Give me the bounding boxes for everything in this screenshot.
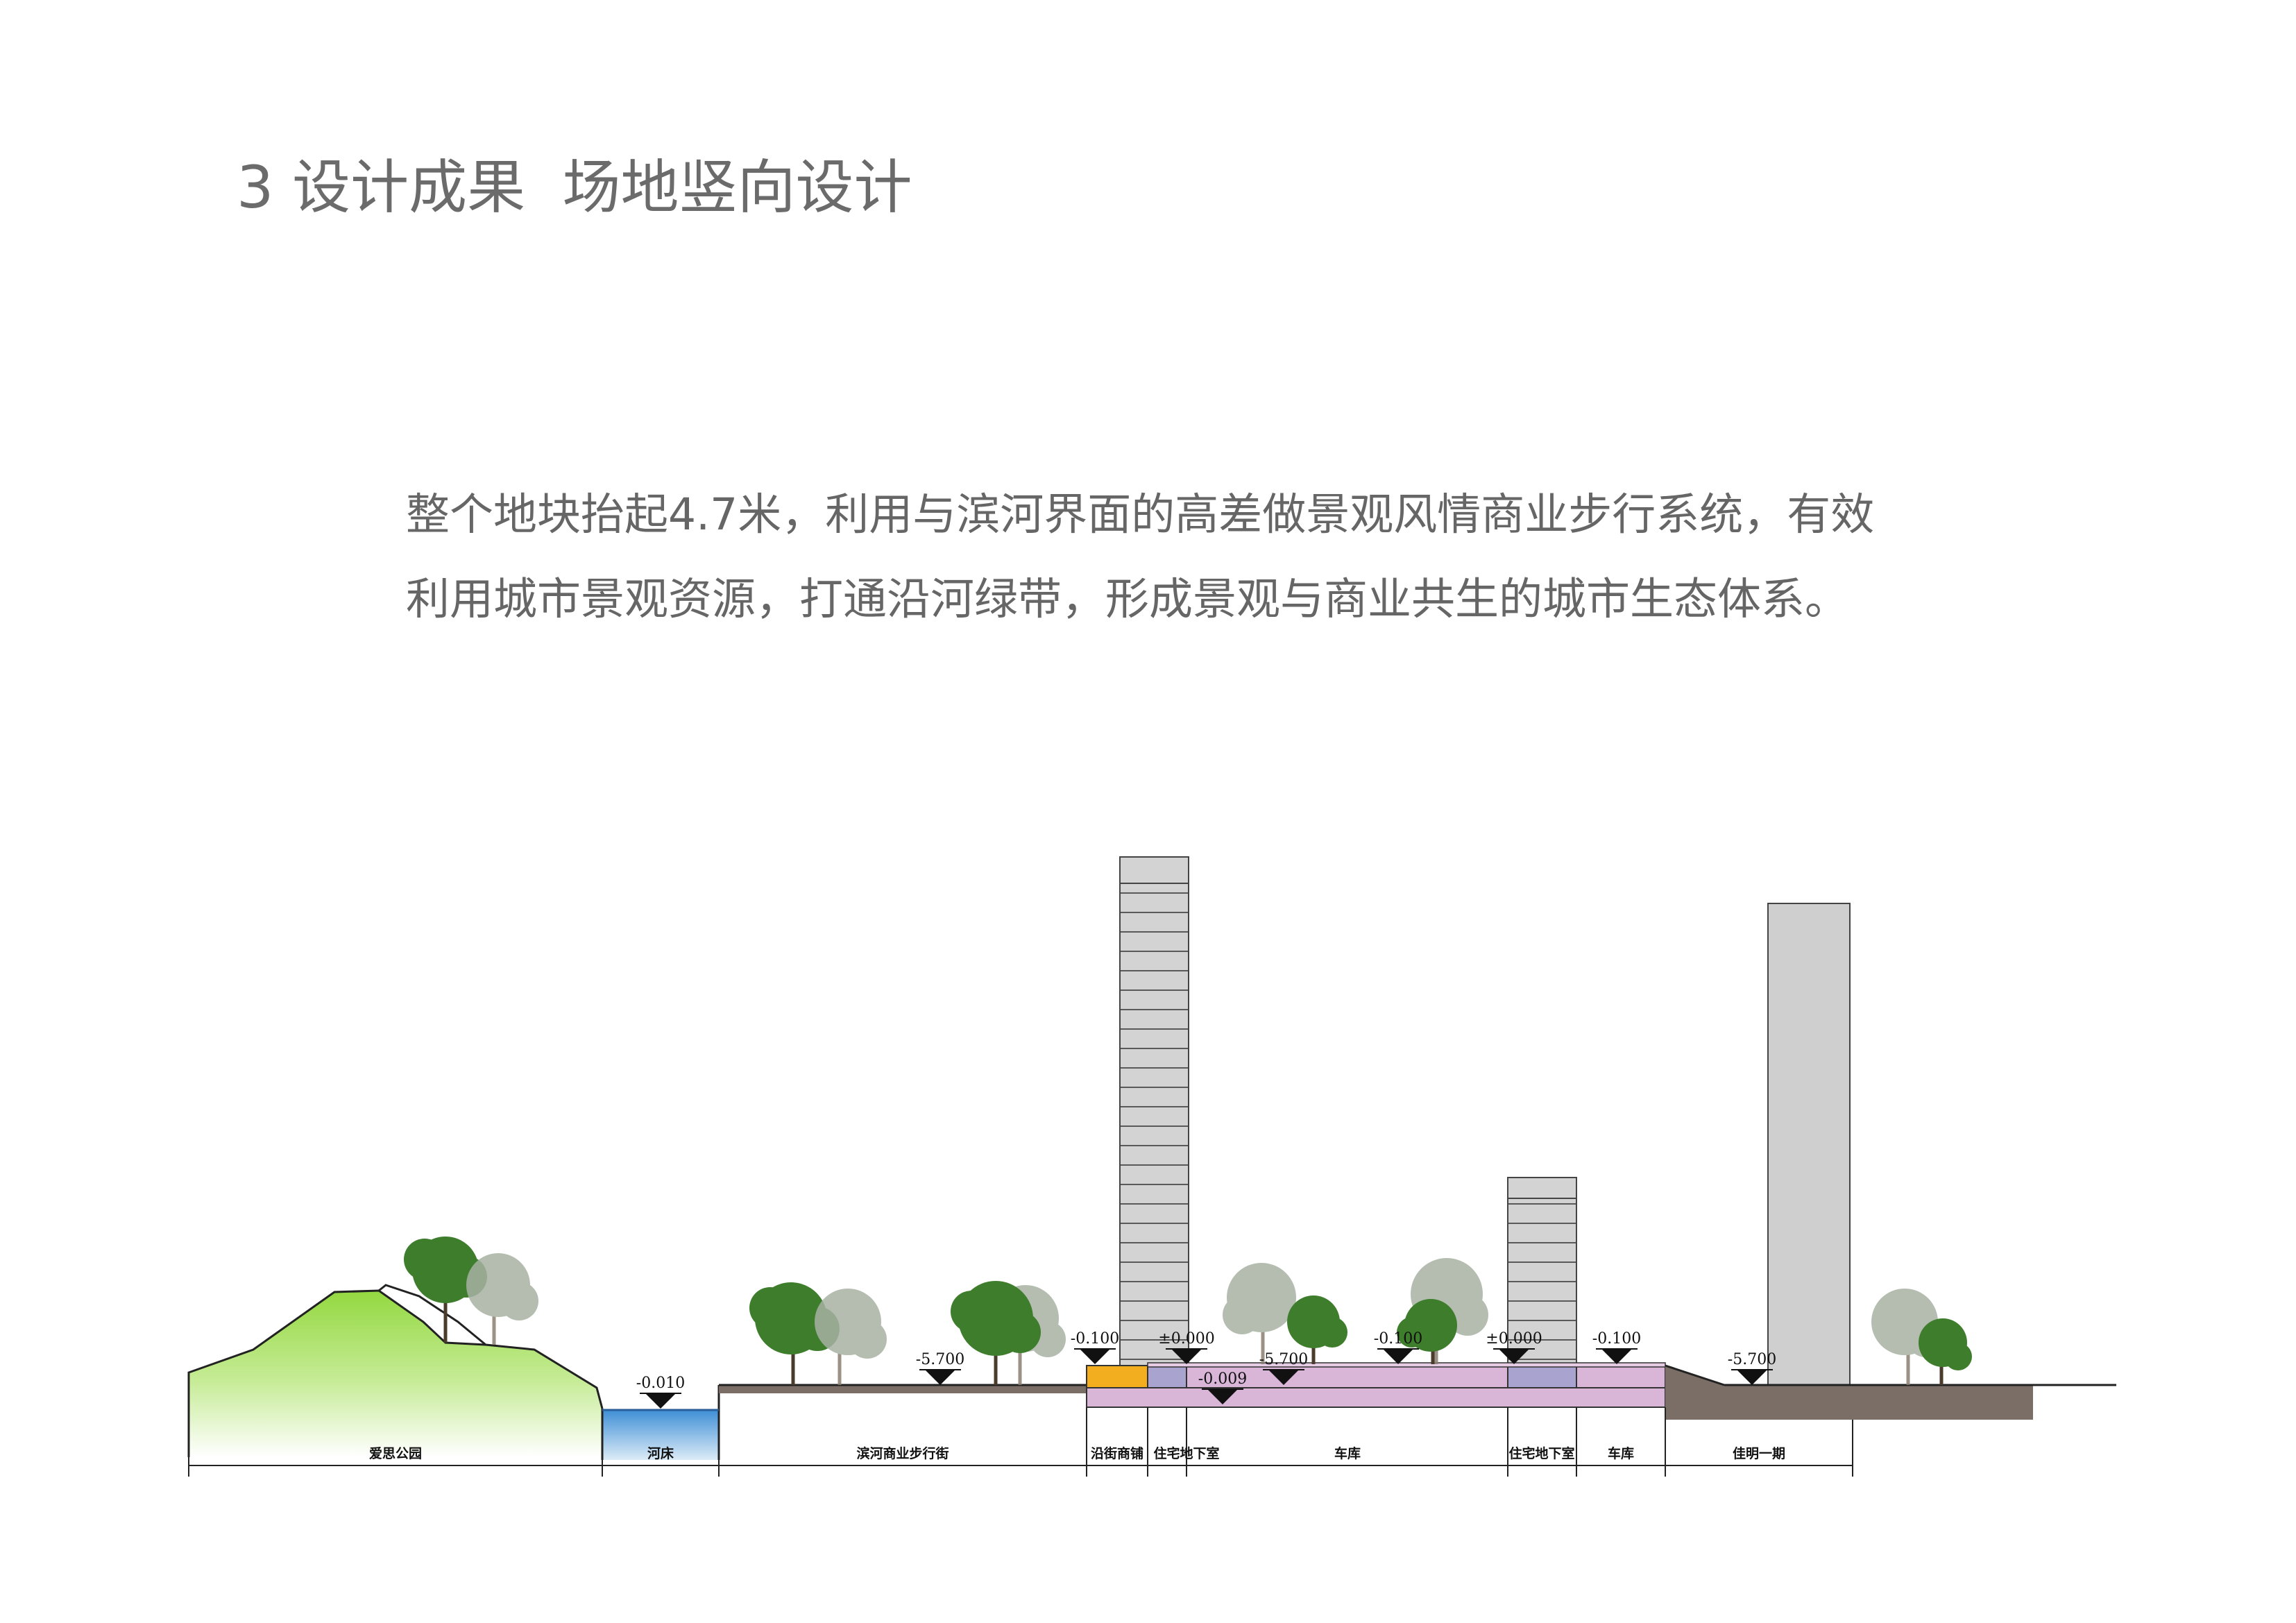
right-ground: [1665, 1366, 2033, 1420]
elevation-marker-icon: [1207, 1389, 1238, 1404]
elevation-label: -0.100: [1374, 1330, 1422, 1348]
tree-icon: [466, 1253, 538, 1345]
description-line-2: 利用城市景观资源，打通沿河绿带，形成景观与商业共生的城市生态体系。: [406, 574, 1848, 624]
riverbed-water: [602, 1410, 719, 1460]
tree-icon: [1919, 1318, 1972, 1385]
elevation-label: -5.700: [1259, 1351, 1308, 1368]
elevation-marker-icon: [1601, 1349, 1632, 1364]
tree-icon: [1287, 1295, 1347, 1364]
elevation-marker-icon: [1737, 1370, 1767, 1385]
elevation-label: -0.010: [636, 1375, 685, 1392]
elevation-label: -0.100: [1071, 1330, 1119, 1348]
zone-label: 沿街商铺: [1091, 1445, 1143, 1461]
zone-label: 河床: [647, 1445, 674, 1461]
elevation-marker-icon: [1383, 1349, 1413, 1364]
tower-right: [1767, 903, 1851, 1386]
elevation-marker-icon: [1171, 1349, 1202, 1364]
zone-label: 车库: [1608, 1445, 1634, 1461]
elevation-marker-icon: [1268, 1370, 1299, 1385]
zone-label: 爱思公园: [369, 1446, 422, 1461]
garage-right: [1576, 1365, 1666, 1388]
zone-label: 住宅地下室: [1153, 1445, 1219, 1461]
basement-left: [1147, 1365, 1187, 1388]
garage-lower-slab: [1086, 1387, 1666, 1408]
page-title: 3 设计成果 场地竖向设计: [237, 153, 912, 221]
tree-icon: [1223, 1263, 1296, 1364]
zone-label: 车库: [1334, 1445, 1361, 1461]
elevation-label: -0.009: [1198, 1370, 1247, 1388]
elevation-label: ±0.000: [1486, 1330, 1542, 1348]
elevation-marker-icon: [1080, 1349, 1110, 1364]
park-hill: [189, 1291, 602, 1457]
elevation-label: -5.700: [1728, 1351, 1776, 1368]
riverside-ground: [719, 1385, 1090, 1393]
tree-icon: [404, 1237, 487, 1343]
elevation-label: -0.100: [1592, 1330, 1641, 1348]
elevation-label: -5.700: [916, 1351, 964, 1368]
zone-label: 佳明一期: [1733, 1445, 1785, 1461]
park-hill-outline: [187, 1289, 604, 1457]
tree-icon: [1397, 1299, 1457, 1364]
description-line-1: 整个地块抬起4.7米，利用与滨河界面的高差做景观风情商业步行系统，有效: [406, 489, 1875, 540]
basement-right: [1507, 1365, 1577, 1388]
tree-icon: [951, 1281, 1041, 1385]
elevation-marker-icon: [1499, 1349, 1529, 1364]
zone-label: 住宅地下室: [1508, 1445, 1574, 1461]
street-shop-block: [1086, 1365, 1148, 1388]
elevation-marker-icon: [645, 1393, 676, 1409]
garage-left: [1186, 1365, 1508, 1388]
elevation-label: ±0.000: [1158, 1330, 1214, 1348]
tree-icon: [815, 1289, 887, 1385]
elevation-marker-icon: [925, 1370, 955, 1385]
tower-middle: [1507, 1177, 1577, 1369]
tower-left: [1119, 856, 1189, 1371]
zone-label: 滨河商业步行街: [856, 1445, 949, 1461]
